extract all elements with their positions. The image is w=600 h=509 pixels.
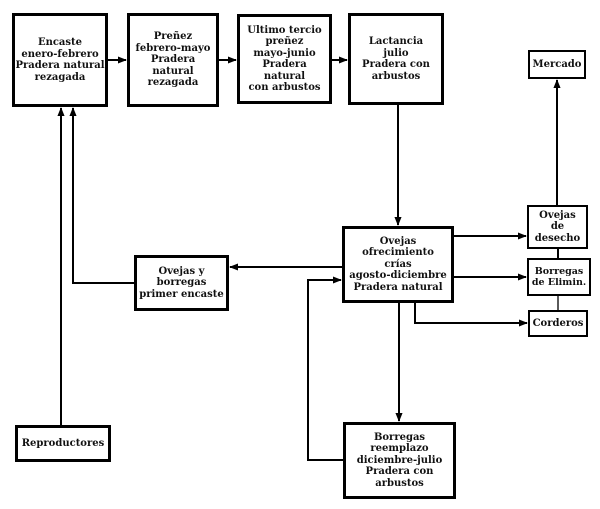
node-borregas-reemplazo: Borregas reemplazo diciembre-julio Prade…	[343, 422, 456, 499]
node-ovejas-ofrecimiento: Ovejas ofrecimiento crías agosto-diciemb…	[342, 226, 454, 303]
node-prenez: Preñez febrero-mayo Pradera natural reza…	[127, 13, 219, 107]
node-borregas-elimin: Borregas de Elimin.	[527, 258, 591, 296]
node-ultimo-tercio: Ultimo tercio preñez mayo-junio Pradera …	[237, 14, 332, 104]
node-lactancia: Lactancia julio Pradera con arbustos	[348, 13, 444, 105]
edge-primer-encaste-to-encaste	[69, 107, 134, 284]
node-encaste: Encaste enero-febrero Pradera natural re…	[12, 13, 108, 107]
node-reproductores: Reproductores	[15, 425, 111, 462]
node-corderos: Corderos	[528, 310, 588, 337]
node-primer-encaste: Ovejas y borregas primer encaste	[134, 255, 229, 311]
node-ovejas-desecho: Ovejas de desecho	[527, 205, 588, 249]
edge-ovejas-ofrecimiento-to-corderos	[414, 303, 528, 327]
node-mercado: Mercado	[528, 50, 586, 79]
edge-borregas-reemplazo-to-ovejas-ofrecimiento	[307, 276, 343, 461]
